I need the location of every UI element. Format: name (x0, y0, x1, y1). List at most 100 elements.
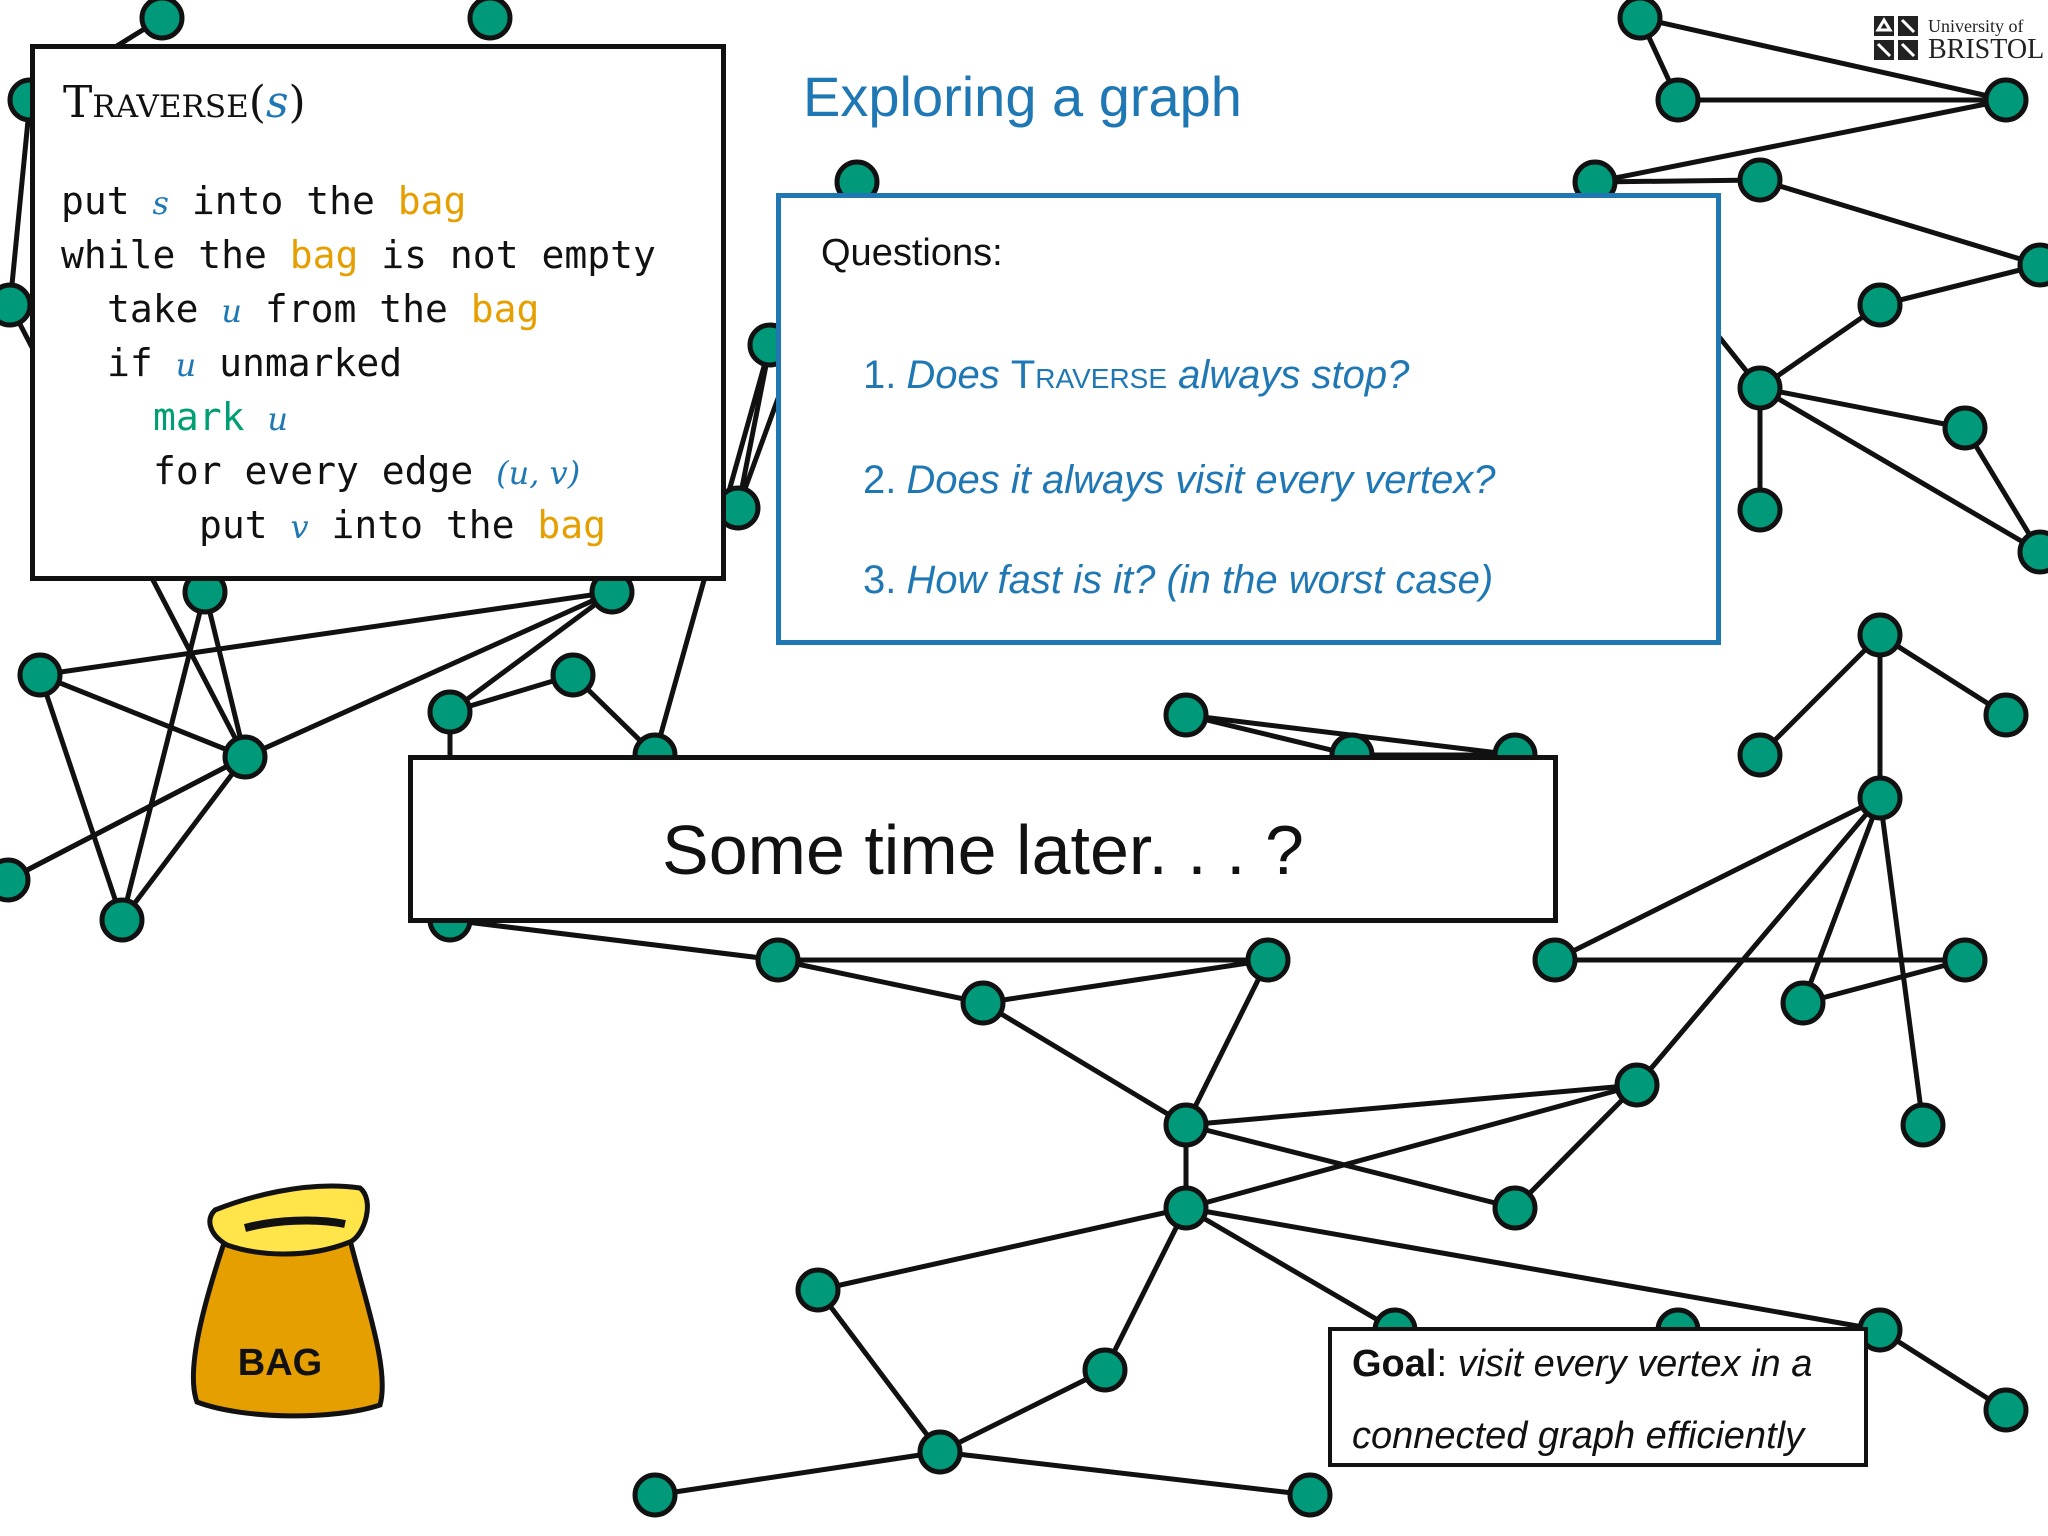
question-item: 3.How fast is it? (in the worst case) (863, 558, 1493, 603)
graph-edge (1800, 797, 1883, 1004)
logo-line-1: University of (1928, 16, 2024, 36)
questions-box: Questions: 1.Does Traverse always stop? … (776, 193, 1721, 645)
graph-edge (1594, 97, 2007, 185)
graph-vertex (1857, 612, 1903, 658)
graph-edge (1184, 1205, 1397, 1333)
graph-edge (37, 674, 125, 921)
graph-vertex (0, 857, 31, 903)
graph-vertex (917, 1429, 963, 1475)
bag-keyword: bag (470, 287, 540, 331)
graph-edge (777, 957, 984, 1006)
question-text: Does it always visit every vertex? (906, 458, 1496, 502)
graph-vertex (1287, 1472, 1333, 1518)
graph-vertex (960, 980, 1006, 1026)
graph-vertex (1492, 1185, 1538, 1231)
graph-edge (1185, 1122, 1516, 1211)
code-line: if u unmarked (107, 341, 402, 385)
questions-label: Questions: (821, 232, 1003, 274)
graph-edge (654, 1449, 941, 1498)
graph-edge (7, 99, 33, 306)
graph-vertex (1614, 1062, 1660, 1108)
code-text: if (107, 341, 176, 385)
graph-edge (1758, 633, 1882, 757)
graph-edges (6, 15, 2043, 1498)
graph-edge (202, 591, 248, 758)
goal-label: Goal (1352, 1343, 1437, 1385)
question-text: Does (906, 353, 1011, 397)
graph-vertex (1780, 980, 1826, 1026)
graph-edge (1185, 1082, 1638, 1128)
code-text: while the (61, 233, 290, 277)
graph-edge (1802, 957, 1966, 1006)
graph-vertex (139, 0, 185, 41)
question-text-end: always stop? (1167, 353, 1410, 397)
code-variable: s (152, 184, 169, 222)
graph-vertex (1942, 937, 1988, 983)
code-variable: u (267, 400, 288, 438)
graph-edge (119, 591, 208, 921)
question-smallcaps: Traverse (1010, 353, 1168, 397)
mark-keyword: mark (153, 395, 268, 439)
graph-edge (1878, 632, 2008, 718)
code-variable: v (290, 508, 309, 546)
graph-vertex (1737, 365, 1783, 411)
goal-text-1: visit every vertex in a (1457, 1343, 1813, 1385)
code-line: for every edge (u, v) (153, 449, 580, 493)
bag-label: BAG (238, 1342, 322, 1384)
goal-line-1: Goal: visit every vertex in a (1352, 1343, 1813, 1385)
graph-edge (1185, 712, 1353, 758)
bag-keyword: bag (537, 503, 607, 547)
graph-edge (1183, 958, 1271, 1127)
graph-vertex (1983, 77, 2029, 123)
graph-vertex (1163, 692, 1209, 738)
code-variable: (u, v) (496, 454, 581, 492)
code-text: into the (308, 503, 538, 547)
page-title: Exploring a graph (803, 65, 1242, 128)
graph-edge (448, 589, 614, 715)
graph-vertex (99, 897, 145, 943)
graph-edge (982, 957, 1269, 1006)
graph-vertex (17, 652, 63, 698)
code-line: put s into the bag (61, 179, 466, 223)
graph-edge (1185, 1205, 1881, 1333)
code-text: take (107, 287, 222, 331)
graph-edge (1758, 385, 2042, 555)
logo-line-2: BRISTOL (1928, 34, 2045, 65)
code-text: for every edge (153, 449, 497, 493)
some-time-later-box: Some time later. . . ? (408, 755, 1558, 923)
crest-icon (1874, 16, 1918, 60)
graph-vertex (755, 937, 801, 983)
graph-edge (6, 754, 247, 883)
graph-vertex (2017, 529, 2048, 575)
graph-vertex (467, 0, 513, 41)
graph-vertex (632, 1472, 678, 1518)
graph-edge (816, 1288, 942, 1454)
graph-edge (1594, 177, 1761, 185)
graph-vertex (427, 689, 473, 735)
graph-vertex (1857, 282, 1903, 328)
code-text: from the (242, 287, 471, 331)
graph-edge (1758, 302, 1882, 391)
code-variable: u (175, 346, 197, 384)
graph-edge (120, 755, 247, 922)
graph-edge (735, 344, 773, 509)
graph-vertex (1655, 77, 1701, 123)
question-item: 1.Does Traverse always stop? (863, 353, 1409, 398)
code-text: unmarked (196, 341, 403, 385)
graph-edge (1102, 1206, 1189, 1372)
graph-vertex (1737, 732, 1783, 778)
bag-keyword: bag (397, 179, 467, 223)
algorithm-name: Traverse (63, 77, 249, 128)
graph-vertex (2017, 242, 2048, 288)
goal-text-2: connected graph efficiently (1352, 1415, 1805, 1457)
graph-vertex (1163, 1102, 1209, 1148)
graph-vertex (550, 652, 596, 698)
graph-vertex (1900, 1102, 1946, 1148)
graph-edge (1635, 796, 1882, 1087)
graph-edge (1878, 1327, 2008, 1413)
question-number: 3. (863, 558, 897, 602)
graph-edge (1879, 262, 2041, 308)
graph-vertex (1737, 157, 1783, 203)
